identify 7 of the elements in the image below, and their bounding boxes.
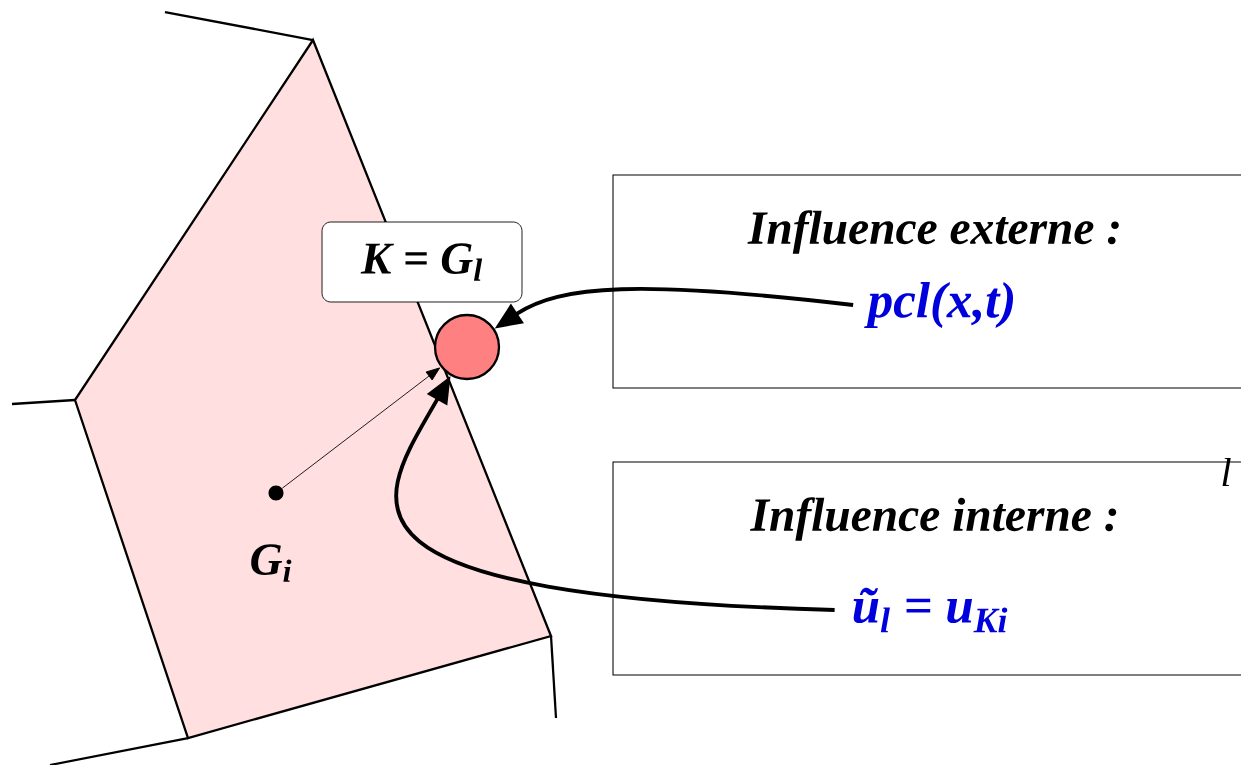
stray-label: l: [1222, 458, 1231, 487]
formula-text: ũ$_{l}$ = u$_{Ki}$: [853, 587, 1008, 633]
point-marker: [433, 313, 501, 381]
arrow: [281, 367, 441, 489]
formula-text: pcl(x,t): [864, 281, 1014, 329]
label-box: K = G$_{l}$: [321, 221, 523, 303]
point-label: G$_{i}$: [251, 544, 292, 582]
